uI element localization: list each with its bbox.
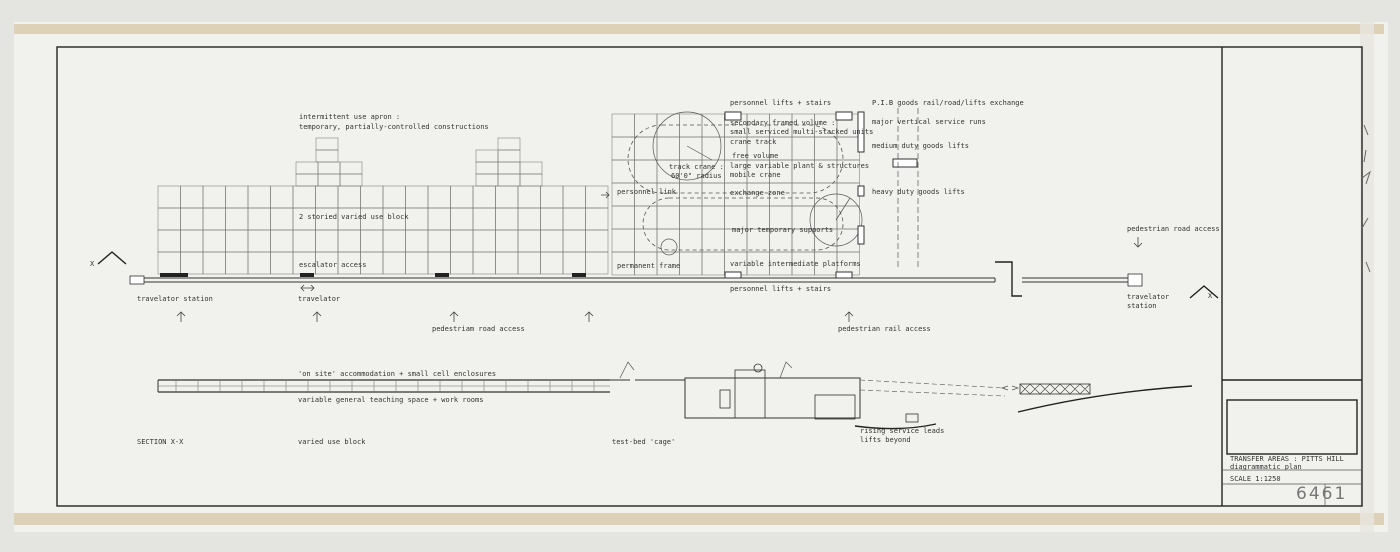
- label-personnel-lifts-bottom: personnel lifts + stairs: [730, 285, 831, 293]
- label-teaching: variable general teaching space + work r…: [298, 396, 483, 404]
- label-free-volume: free volume: [732, 152, 778, 160]
- section-x-left: X: [90, 260, 95, 268]
- label-medium-lifts: medium duty goods lifts: [872, 142, 969, 150]
- grid-block: [157, 185, 609, 275]
- label-travelator-right-2: station: [1127, 302, 1157, 310]
- label-travelator-right-1: travelator: [1127, 293, 1169, 301]
- subtitle-text: diagrammatic plan: [1230, 463, 1302, 471]
- section-x-right: X: [1208, 292, 1213, 300]
- escalator-pads: [160, 273, 586, 277]
- label-rising-1: rising service leads: [860, 427, 944, 435]
- label-personnel-lifts-top: personnel lifts + stairs: [730, 99, 831, 107]
- label-crane-track: crane track: [730, 138, 777, 146]
- label-rising-2: lifts beyond: [860, 436, 911, 444]
- label-travelator: travelator: [298, 295, 340, 303]
- translucent-sheet: [14, 22, 1388, 532]
- section-marker-left: [97, 251, 127, 265]
- tape-right: [1360, 22, 1374, 532]
- label-varied-block: varied use block: [298, 438, 366, 446]
- section-marker-right: [1189, 285, 1219, 299]
- level-change-line: [995, 261, 1022, 297]
- tape-bottom: [14, 513, 1384, 525]
- label-variable-platforms: variable intermediate platforms: [730, 260, 861, 268]
- label-crane-radius: 60'0" radius: [671, 172, 722, 180]
- scale-text: SCALE 1:1250: [1230, 475, 1281, 483]
- margin-handwriting: [1361, 124, 1371, 273]
- sheet-number: 6461: [1296, 484, 1347, 504]
- title-text: TRANSFER AREAS : PITTS HILL: [1230, 455, 1344, 463]
- label-secondary-volume: secondary framed volume :: [730, 119, 835, 127]
- label-apron-sub: temporary, partially-controlled construc…: [299, 123, 489, 131]
- title-box: [1226, 399, 1358, 455]
- apron-units: [295, 137, 543, 187]
- label-major-supports: major temporary supports: [732, 226, 833, 234]
- border-frame: [56, 46, 1363, 507]
- label-block: 2 storied varied use block: [299, 213, 409, 221]
- travelator-line: [129, 273, 1143, 287]
- label-on-site: 'on site' accommodation + small cell enc…: [298, 370, 496, 378]
- crane-radius-circles: [652, 111, 863, 256]
- label-travelator-station-left: travelator station: [137, 295, 213, 303]
- title-block: TRANSFER AREAS : PITTS HILL diagrammatic…: [1222, 379, 1362, 506]
- label-ped-road-mid: pedestriam road access: [432, 325, 525, 333]
- label-major-service: major vertical service runs: [872, 118, 986, 126]
- label-section: SECTION X-X: [137, 438, 184, 446]
- label-heavy-lifts: heavy duty goods lifts: [872, 188, 965, 196]
- cage-grid: [611, 113, 860, 276]
- label-ped-road-right: pedestrian road access: [1127, 225, 1220, 233]
- label-track-crane: track crane :: [669, 163, 724, 171]
- label-ped-rail-access: pedestrian rail access: [838, 325, 931, 333]
- access-arrows: [176, 191, 1143, 322]
- label-apron: intermittent use apron :: [299, 113, 400, 121]
- lift-cores: [724, 111, 918, 279]
- label-mobile-crane: mobile crane: [730, 171, 781, 179]
- label-permanent-frame: permanent frame: [617, 262, 680, 270]
- label-test-bed: test-bed 'cage': [612, 438, 675, 446]
- label-secondary-volume-sub: small serviced multi-stacked units: [730, 128, 873, 136]
- label-escalator: escalator access: [299, 261, 366, 269]
- label-exchange-zone: exchange zone: [730, 189, 785, 197]
- tape-top: [14, 24, 1384, 34]
- label-large-plant: large variable plant & structures: [730, 162, 869, 170]
- label-pib-exchange: P.I.B goods rail/road/lifts exchange: [872, 99, 1024, 107]
- crane-tracks: [627, 124, 844, 251]
- section-drawing: [157, 361, 1193, 430]
- grid-cell: [585, 251, 609, 275]
- label-personnel-link: personnel link: [617, 188, 677, 196]
